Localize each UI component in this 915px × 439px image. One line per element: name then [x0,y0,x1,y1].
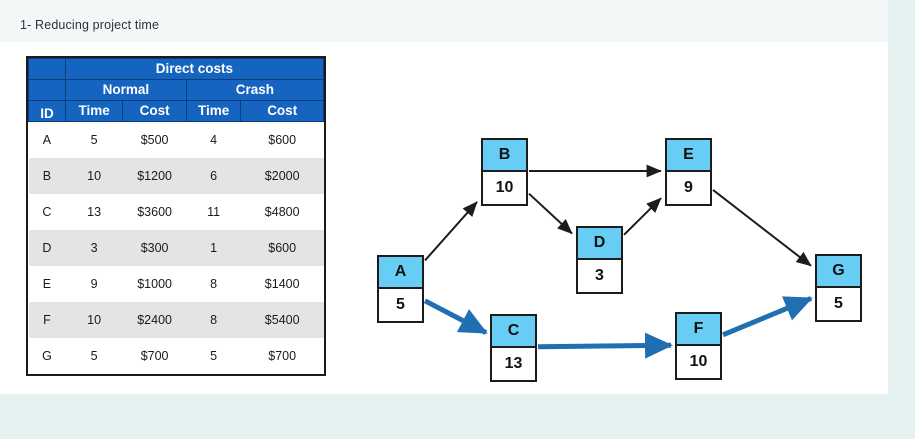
header-id: ID [28,100,66,122]
title-band [0,0,888,42]
cell-normal-time: 5 [65,338,123,374]
cell-id: G [28,338,66,374]
direct-costs-table: Direct costs Normal Crash ID Time Cost T… [26,56,326,376]
cell-normal-cost: $3600 [122,194,187,230]
node-duration-label: 5 [379,289,422,321]
node-id-label: D [578,228,621,260]
cell-normal-cost: $500 [122,121,187,158]
network-edges-svg [423,164,813,359]
cell-crash-cost: $4800 [240,194,324,230]
cell-normal-cost: $1000 [122,266,187,302]
node-id-label: G [817,256,860,288]
edge-f-to-g [722,296,813,338]
table-header-row-group: Direct costs [28,58,325,80]
header-corner-blank-2 [28,79,66,101]
cell-normal-time: 13 [65,194,123,230]
edge-d-to-e [623,197,662,236]
edge-a-to-c [423,298,488,335]
edge-b-to-d [528,192,573,235]
header-normal: Normal [64,79,187,101]
edge-layer [423,164,813,359]
header-direct-costs: Direct costs [64,58,325,80]
cell-normal-cost: $1200 [122,158,187,194]
cell-normal-time: 10 [65,158,123,194]
header-crash-cost: Cost [240,100,324,122]
cell-normal-cost: $700 [122,338,187,374]
cell-id: F [28,302,66,338]
cell-crash-time: 1 [186,230,241,266]
node-id-label: B [483,140,526,172]
node-duration-label: 10 [677,346,720,378]
cell-crash-time: 4 [186,121,241,158]
cell-id: E [28,266,66,302]
cell-crash-time: 8 [186,266,241,302]
table-header-row-columns: ID Time Cost Time Cost [28,100,324,122]
cell-normal-time: 9 [65,266,123,302]
node-id-label: E [667,140,710,172]
cell-crash-time: 6 [186,158,241,194]
cell-id: A [28,121,66,158]
header-crash-time: Time [185,100,242,122]
edge-c-to-f [537,332,673,359]
cell-normal-cost: $2400 [122,302,187,338]
content-panel: Direct costs Normal Crash ID Time Cost T… [0,42,888,394]
cell-id: C [28,194,66,230]
node-duration-label: 3 [578,260,621,292]
cell-crash-cost: $2000 [240,158,324,194]
cell-normal-time: 10 [65,302,123,338]
cell-crash-cost: $700 [240,338,324,374]
node-duration-label: 10 [483,172,526,204]
cell-crash-time: 5 [186,338,241,374]
node-id-label: C [492,316,535,348]
header-normal-time: Time [64,100,124,122]
node-duration-label: 13 [492,348,535,380]
table-head: Direct costs Normal Crash ID Time Cost T… [28,58,325,122]
header-normal-cost: Cost [122,100,187,122]
node-id-label: A [379,257,422,289]
cell-normal-time: 5 [65,121,123,158]
header-corner-blank [28,58,66,80]
cell-crash-cost: $600 [240,121,324,158]
cell-id: D [28,230,66,266]
cell-normal-time: 3 [65,230,123,266]
cell-normal-cost: $300 [122,230,187,266]
node-id-label: F [677,314,720,346]
table-header-row-subgroup: Normal Crash [28,79,325,101]
edge-a-to-b [424,201,478,262]
page-title: 1- Reducing project time [20,18,160,32]
cell-crash-time: 11 [186,194,241,230]
cell-crash-time: 8 [186,302,241,338]
cell-crash-cost: $600 [240,230,324,266]
cell-crash-cost: $1400 [240,266,324,302]
cell-crash-cost: $5400 [240,302,324,338]
node-duration-label: 5 [817,288,860,320]
edge-e-to-g [712,189,812,267]
node-duration-label: 9 [667,172,710,204]
cell-id: B [28,158,66,194]
header-crash: Crash [185,79,325,101]
